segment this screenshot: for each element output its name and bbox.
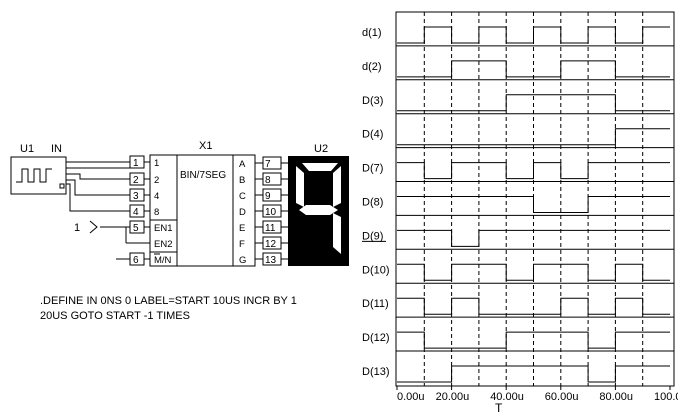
- x1-output-pin: C: [239, 191, 246, 202]
- timing-diagram: d(1) d(2) D(3) D(4) D(7) D(8) D(9) D(10) D(11) D(…: [362, 11, 678, 415]
- input-node-label: 6: [133, 255, 139, 266]
- x1-input-pin: EN1: [154, 223, 172, 234]
- input-node-box: [129, 220, 145, 234]
- input-bus-wires: [66, 161, 150, 260]
- signal-waveform: [397, 162, 670, 180]
- signal-waveform: [397, 331, 670, 349]
- signal-waveform: [397, 196, 670, 213]
- signal-name-label: D(8): [362, 197, 383, 209]
- x1-input-pin: 1: [154, 158, 159, 169]
- x1-output-pin: G: [239, 255, 246, 266]
- u2-ref-label: U2: [314, 143, 328, 155]
- time-tick-label: 80.00u: [599, 391, 633, 403]
- signal-waveform: [397, 263, 670, 281]
- x1-input-pin: 2: [154, 175, 159, 186]
- signal-waveform: [397, 128, 670, 146]
- segment-c: [333, 213, 341, 254]
- signal-waveform: [397, 60, 670, 78]
- directive-line-2: 20US GOTO START -1 TIMES: [40, 310, 190, 322]
- input-node-label: 4: [133, 207, 139, 218]
- output-bus-wires: [255, 162, 288, 260]
- output-node-label: 9: [265, 191, 271, 202]
- signal-name-label: D(12): [362, 332, 390, 344]
- input-node-box: [129, 188, 145, 202]
- time-gridlines: [423, 12, 644, 386]
- signal-name-label: d(1): [362, 27, 382, 39]
- x1-ref-label: X1: [199, 140, 212, 152]
- input-node-group: 1 2 3 4 5 6: [129, 155, 145, 266]
- input-node-label: 5: [133, 223, 139, 234]
- output-node-label: 12: [265, 239, 277, 250]
- pulse-waveform-icon: [16, 168, 52, 183]
- timing-plot-frame: [395, 11, 675, 387]
- input-node-box: [129, 172, 145, 186]
- signal-name-label: D(11): [362, 298, 389, 310]
- x1-input-pin: 8: [154, 207, 159, 218]
- output-node-box: [262, 172, 282, 186]
- input-node-box: [129, 155, 145, 169]
- input-node-box: [129, 252, 145, 266]
- x1-output-pin: D: [239, 207, 246, 218]
- signal-name-label: D(7): [362, 163, 383, 175]
- segment-g: [299, 205, 338, 215]
- output-node-group: 7 8 9 10 11 12 13: [262, 156, 282, 266]
- output-node-box: [262, 252, 282, 266]
- u1-generator-box[interactable]: [10, 156, 67, 195]
- output-node-label: 8: [265, 175, 271, 186]
- x1-decoder-body[interactable]: [149, 154, 256, 267]
- x1-input-pin: EN2: [154, 239, 172, 250]
- signal-waveform: [397, 365, 670, 383]
- output-node-label: 11: [265, 223, 276, 234]
- input-node-box: [129, 204, 145, 218]
- signal-waveform: [397, 297, 670, 315]
- u1-ref-label: U1: [20, 143, 34, 155]
- time-axis-ticks: 0.00u 20.00u 40.00u 60.00u 80.00u 100.00u: [396, 386, 678, 403]
- signal-name-label: D(10): [362, 264, 390, 276]
- signal-rows: d(1) d(2) D(3) D(4) D(7) D(8) D(9) D(10) D(11) D(…: [362, 26, 674, 383]
- output-node-box: [262, 204, 282, 218]
- input-node-label: 3: [133, 191, 139, 202]
- signal-name-label: D(13): [362, 366, 390, 378]
- signal-name-label: d(2): [362, 61, 382, 73]
- u1-port-marker: [59, 183, 65, 189]
- signal-waveform: [397, 26, 670, 44]
- x1-output-pin: B: [239, 175, 245, 186]
- x1-function-label: BIN/7SEG: [180, 170, 226, 181]
- input-node-label: 1: [133, 158, 139, 169]
- signal-waveform: [397, 94, 670, 112]
- segment-f: [296, 166, 304, 207]
- x1-output-pin: F: [239, 239, 245, 250]
- signal-waveform: [397, 229, 670, 247]
- x1-output-pin: E: [239, 223, 245, 234]
- output-node-box: [262, 188, 282, 202]
- output-node-box: [262, 220, 282, 234]
- u1-io-label: IN: [51, 143, 62, 155]
- signal-name-label: D(4): [362, 129, 383, 141]
- output-node-label: 7: [265, 159, 271, 170]
- segment-a: [302, 163, 338, 171]
- x1-input-pin: M/N: [154, 255, 172, 266]
- time-tick-label: 40.00u: [490, 391, 524, 403]
- directive-line-1: .DEFINE IN 0NS 0 LABEL=START 10US INCR B…: [40, 295, 297, 307]
- signal-name-label: D(3): [362, 95, 383, 107]
- output-node-box: [262, 156, 282, 170]
- output-node-label: 10: [265, 207, 277, 218]
- time-axis-label: T: [495, 401, 503, 415]
- x1-output-pin: A: [239, 159, 246, 170]
- output-node-box: [262, 236, 282, 250]
- output-node-label: 13: [265, 255, 277, 266]
- time-tick-label: 0.00u: [397, 391, 425, 403]
- signal-name-label: D(9): [362, 230, 383, 242]
- time-tick-label: 60.00u: [545, 391, 579, 403]
- time-tick-label: 20.00u: [436, 391, 470, 403]
- x1-input-pin: 4: [154, 191, 159, 202]
- input-node-label: 2: [133, 175, 139, 186]
- lit-segments: [296, 163, 341, 254]
- enable-source-label: 1: [74, 222, 80, 234]
- time-tick-label: 100.00u: [654, 391, 678, 403]
- segment-b: [333, 166, 341, 207]
